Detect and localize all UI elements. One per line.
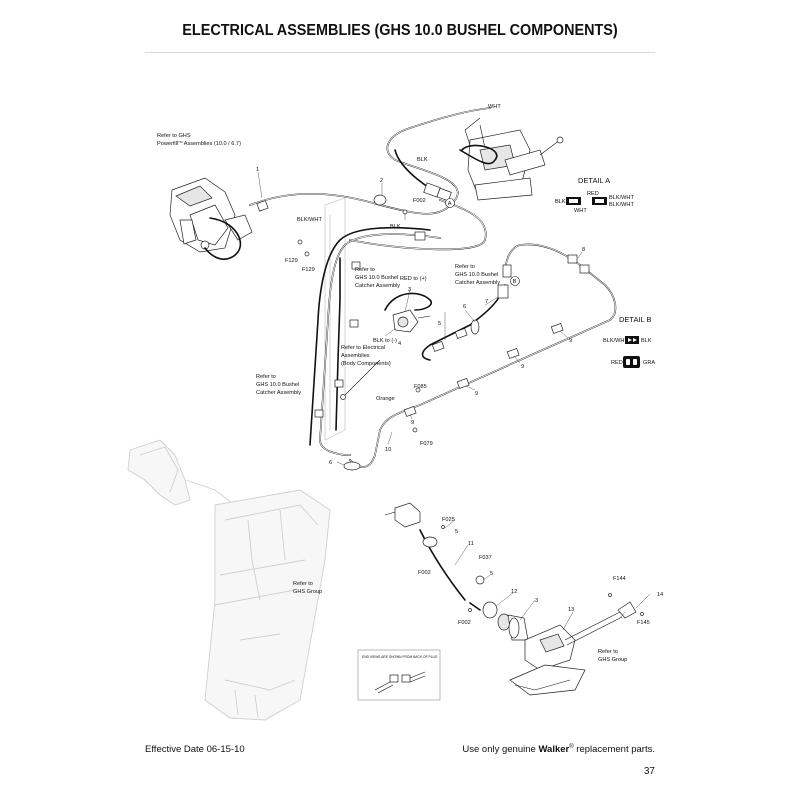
label-blk-mid: BLK	[390, 224, 401, 230]
label-refer-ghs-group-1a: Refer to	[293, 581, 313, 587]
top-actuator	[464, 117, 564, 201]
callout-13: 13	[568, 607, 574, 613]
callout-6a: 6	[463, 304, 466, 310]
label-f025: F025	[442, 517, 455, 523]
detail-a: DETAIL A BLK WHT RED BLK/WHT BLK/WHT	[555, 176, 634, 214]
label-refer-electrical-3: (Body Components)	[341, 361, 391, 367]
callout-5a: 5	[438, 321, 441, 327]
label-f079: F079	[420, 441, 433, 447]
detail-b-blk: BLK	[641, 338, 652, 344]
detail-b-title: DETAIL B	[619, 315, 652, 324]
label-refer-catcher-left-1: Refer to	[355, 267, 375, 273]
detail-b-red: RED	[611, 360, 623, 366]
label-refer-catcher-right-2: GHS 10.0 Bushel	[455, 272, 498, 278]
label-refer-catcher-far-2: GHS 10.0 Bushel	[256, 382, 299, 388]
callout-6b: 6	[329, 460, 332, 466]
effective-date: Effective Date 06-15-10	[145, 744, 245, 755]
page-number: 37	[643, 766, 655, 777]
label-blk-wht-mid: BLK/WHT	[297, 217, 322, 223]
callout-3b: 3	[535, 598, 538, 604]
detail-a-red: RED	[587, 191, 599, 197]
label-refer-ghs-group-2b: GHS Group	[598, 657, 627, 663]
label-refer-powerfill-2: PowerfillTM Assemblies (10.0 / 6.7)	[157, 140, 241, 147]
label-refer-catcher-far-3: Catcher Assembly	[256, 390, 301, 396]
label-refer-catcher-left-3: Catcher Assembly	[355, 283, 400, 289]
end-views-note: END VIEWS ARE SHOWN FROM BACK OF PLUG	[362, 655, 438, 659]
label-refer-electrical-2: Assemblies	[341, 353, 370, 359]
label-f037: F037	[479, 555, 492, 561]
callout-9c: 9	[475, 391, 478, 397]
callout-10: 10	[385, 447, 391, 453]
callout-3: 3	[408, 287, 411, 293]
label-refer-catcher-right-1: Refer to	[455, 264, 475, 270]
harness-clips	[256, 182, 590, 471]
label-refer-electrical-1: Refer to Electrical	[341, 345, 385, 351]
detail-a-blk-wht-2: BLK/WHT	[609, 202, 634, 208]
lower-assembly	[384, 502, 644, 696]
callout-12: 12	[511, 589, 517, 595]
main-harness	[249, 107, 617, 468]
label-f002-a: F002	[413, 198, 426, 204]
label-wht-top: WHT	[488, 104, 501, 110]
callout-1: 1	[256, 167, 259, 173]
callout-9a: 9	[569, 338, 572, 344]
detail-a-wht: WHT	[574, 208, 587, 214]
label-blk-top: BLK	[417, 157, 428, 163]
callout-9d: 9	[411, 420, 414, 426]
label-f129-a: F129	[285, 258, 298, 264]
circle-callouts: A B	[445, 198, 520, 286]
callout-8: 8	[582, 247, 585, 253]
detail-b: DETAIL B BLK/WHT BLK RED GRA	[603, 315, 655, 368]
callout-9b: 9	[521, 364, 524, 370]
callout-11: 11	[468, 541, 474, 547]
detail-b-blk-wht: BLK/WHT	[603, 338, 628, 344]
powerfill-motor	[169, 177, 253, 260]
callout-2: 2	[380, 178, 383, 184]
label-refer-catcher-left-2: GHS 10.0 Bushel	[355, 275, 398, 281]
label-blk-neg: BLK to (-)	[373, 338, 397, 344]
detail-a-blk: BLK	[555, 199, 566, 205]
genuine-parts-note: Use only genuine Walker® replacement par…	[462, 744, 655, 756]
label-refer-catcher-right-3: Catcher Assembly	[455, 280, 500, 286]
label-refer-powerfill-1: Refer to GHS	[157, 133, 191, 139]
ghost-catcher-chute	[127, 197, 346, 721]
detail-b-gra: GRA	[643, 360, 655, 366]
title-divider	[145, 52, 655, 53]
label-f145: F145	[637, 620, 650, 626]
label-f002-b: F002	[418, 570, 431, 576]
leader-lines	[257, 171, 651, 631]
page-title: ELECTRICAL ASSEMBLIES (GHS 10.0 BUSHEL C…	[182, 22, 618, 39]
callout-4: 4	[398, 341, 401, 347]
detail-a-title: DETAIL A	[578, 176, 610, 185]
label-red-pos: RED to (+)	[400, 276, 427, 282]
label-refer-ghs-group-1b: GHS Group	[293, 589, 322, 595]
callout-5b: 5	[455, 529, 458, 535]
callout-7: 7	[485, 299, 488, 305]
callout-5c: 5	[490, 571, 493, 577]
callout-14: 14	[657, 592, 663, 598]
label-f085: F085	[414, 384, 427, 390]
label-refer-ghs-group-2a: Refer to	[598, 649, 618, 655]
brand-name: Walker	[538, 744, 570, 756]
label-f144: F144	[613, 576, 626, 582]
detail-a-blk-wht-1: BLK/WHT	[609, 195, 634, 201]
label-f002-c: F002	[458, 620, 471, 626]
end-views-note-box: END VIEWS ARE SHOWN FROM BACK OF PLUG	[357, 649, 441, 701]
label-f129-b: F129	[302, 267, 315, 273]
diagram-labels: WHT BLK Refer to GHS PowerfillTM Assembl…	[157, 104, 650, 663]
label-refer-catcher-far-1: Refer to	[256, 374, 276, 380]
circle-a: A	[448, 201, 452, 207]
callout-numbers: 1 2 3 4 5 6 7 8 9 9 9 9 10 6 5 11 5 12 3…	[256, 167, 663, 613]
circle-b: B	[513, 279, 517, 285]
label-orange: Orange	[376, 396, 395, 402]
